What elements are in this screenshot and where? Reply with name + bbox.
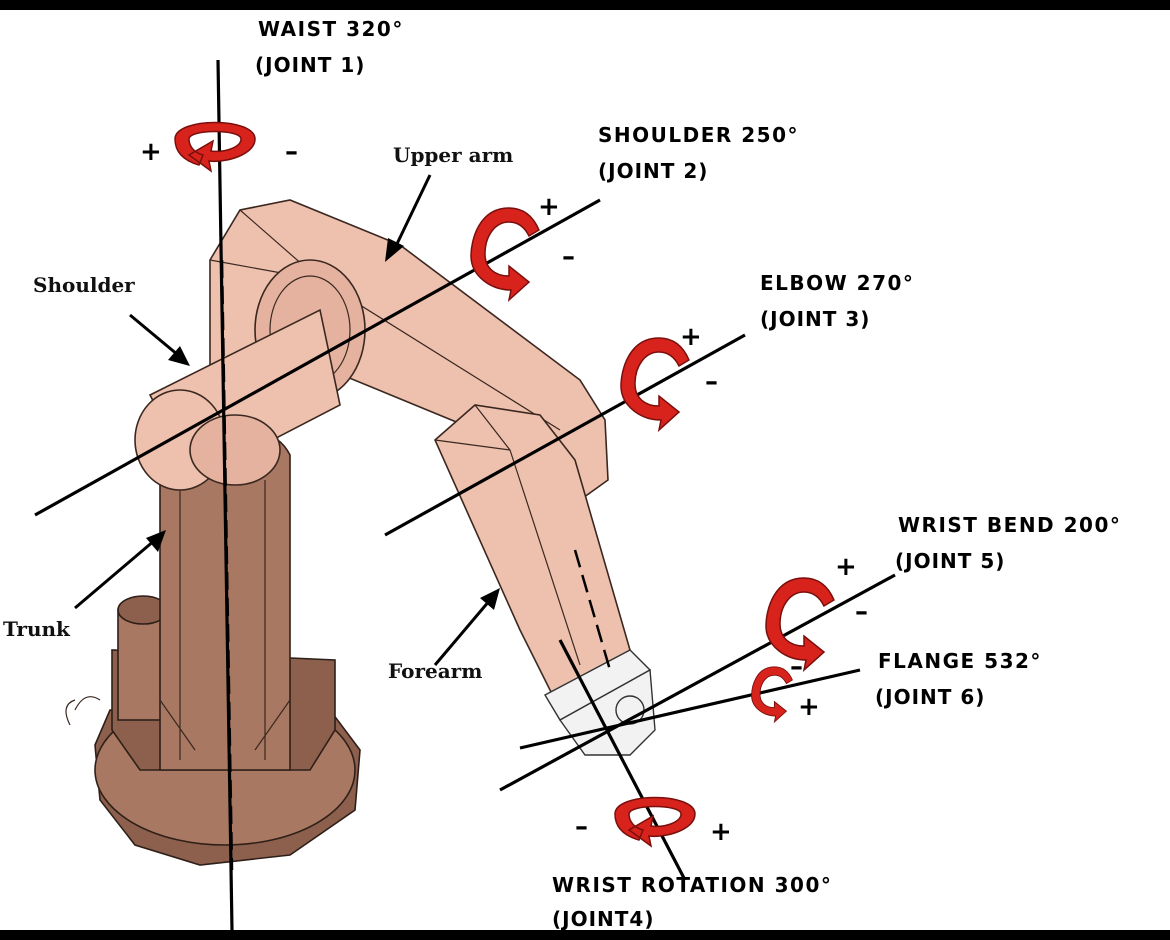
shoulder-sub: (JOINT 2) <box>598 159 708 183</box>
part-pointers <box>74 174 500 666</box>
forearm-assembly <box>434 404 656 756</box>
wrist-rotation-minus-sign: – <box>575 812 588 842</box>
wrist-bend-plus-sign: + <box>835 552 857 582</box>
flange-sub: (JOINT 6) <box>875 685 985 709</box>
elbow-plus-sign: + <box>680 322 702 352</box>
wrist-rotation-title: WRIST ROTATION 300° <box>552 873 832 897</box>
shoulder-label: Shoulder <box>33 273 135 297</box>
waist-plus-sign: + <box>140 137 162 167</box>
flange-rotation-arrow-icon <box>751 666 793 723</box>
wrist-rotation-plus-sign: + <box>710 817 732 847</box>
robot-arm-diagram: + – + – + – + – – + – + WAIST 320° (JOIN… <box>0 10 1170 930</box>
waist-title: WAIST 320° <box>258 17 404 41</box>
elbow-title: ELBOW 270° <box>760 271 914 295</box>
part-labels: Upper arm Shoulder Trunk Forearm <box>3 143 513 683</box>
waist-minus-sign: – <box>285 137 298 167</box>
wrist-bend-sub: (JOINT 5) <box>895 549 1005 573</box>
joint-axes <box>34 59 896 930</box>
flange-plus-sign: + <box>798 692 820 722</box>
flange-minus-sign: – <box>790 652 803 682</box>
upper-arm-label: Upper arm <box>393 143 513 167</box>
elbow-minus-sign: – <box>705 367 718 397</box>
shoulder-title: SHOULDER 250° <box>598 123 799 147</box>
waist-rotation-arrow-icon <box>174 121 256 172</box>
trunk-assembly <box>65 429 361 866</box>
shoulder-plus-sign: + <box>538 192 560 222</box>
wrist-rotation-sub: (JOINT4) <box>552 907 654 930</box>
wrist-bend-minus-sign: – <box>855 597 868 627</box>
flange-title: FLANGE 532° <box>878 649 1042 673</box>
waist-sub: (JOINT 1) <box>255 53 365 77</box>
forearm-label: Forearm <box>388 659 482 683</box>
shoulder-minus-sign: – <box>562 242 575 272</box>
joint-labels: WAIST 320° (JOINT 1) SHOULDER 250° (JOIN… <box>255 17 1121 930</box>
direction-signs: + – + – + – + – – + – + <box>140 137 868 847</box>
elbow-sub: (JOINT 3) <box>760 307 870 331</box>
wrist-bend-title: WRIST BEND 200° <box>898 513 1121 537</box>
diagram-svg: + – + – + – + – – + – + WAIST 320° (JOIN… <box>3 17 1121 930</box>
trunk-label: Trunk <box>3 617 71 641</box>
